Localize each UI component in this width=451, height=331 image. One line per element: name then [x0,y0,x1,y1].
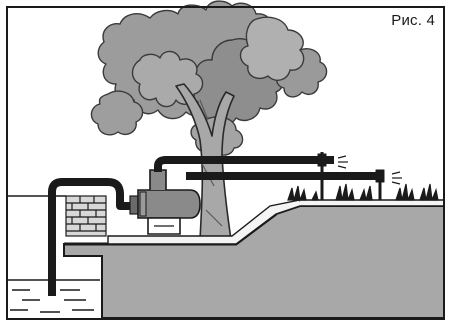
discharge-pipe [154,152,385,200]
grass [287,183,439,203]
tree-crown [90,0,328,156]
pump [129,169,201,235]
water-well [8,279,100,313]
brick-wall [65,195,107,237]
suction-pipe [48,178,132,296]
spray-nozzles [337,155,402,185]
ground [63,199,445,319]
figure-caption: Рис. 4 [389,12,437,29]
figure-frame [6,6,445,320]
